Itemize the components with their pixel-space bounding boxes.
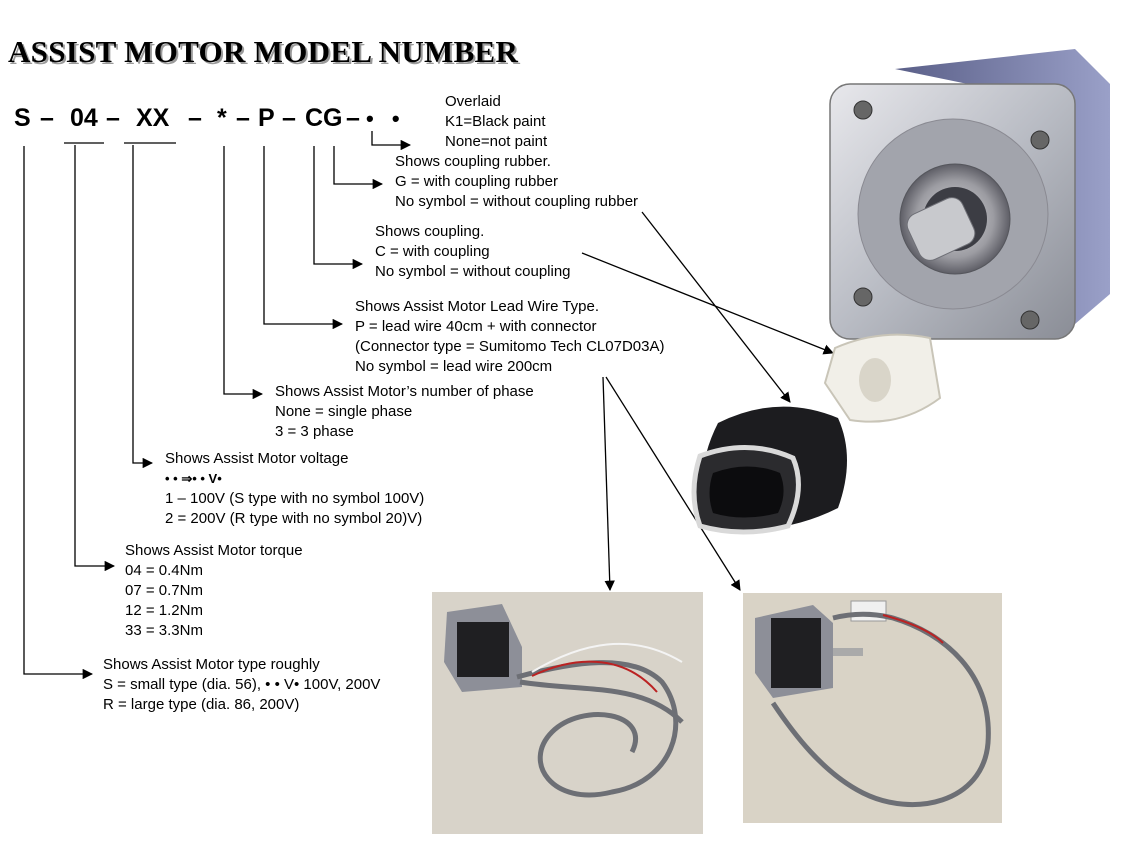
motor-shaft [833, 648, 863, 656]
torque-option-04: 04 = 0.4Nm [125, 562, 203, 579]
type-heading: Shows Assist Motor type roughly [103, 656, 320, 673]
motor-body [457, 622, 509, 677]
code-torque: 04 [70, 104, 98, 132]
torque-option-33: 33 = 3.3Nm [125, 622, 203, 639]
arrow-type [23, 146, 94, 680]
code-type-letter: S [14, 104, 31, 132]
arrow-rubber [333, 146, 384, 190]
arrow-to-rubber-part [641, 211, 791, 403]
leadwire-connector-type: (Connector type = Sumitomo Tech CL07D03A… [355, 338, 665, 355]
paint-description: Overlaid K1=Black paint None=not paint [445, 92, 547, 152]
arrow-coupling [313, 146, 364, 270]
code-paint: • • [366, 106, 406, 131]
screw-icon [853, 287, 873, 307]
leadwire-heading: Shows Assist Motor Lead Wire Type. [355, 298, 599, 315]
phase-description: Shows Assist Motor’s number of phase Non… [275, 382, 534, 442]
arrow-paint [371, 131, 412, 151]
code-voltage: XX [136, 104, 170, 132]
code-lead: P [258, 104, 275, 132]
code-dash: – [282, 104, 296, 132]
type-description: Shows Assist Motor type roughly S = smal… [103, 655, 380, 715]
phase-heading: Shows Assist Motor’s number of phase [275, 383, 534, 400]
arrow-phase [223, 146, 264, 400]
paint-option-none: None=not paint [445, 133, 548, 150]
arrow-lead [263, 146, 344, 330]
leadwire-option-p: P = lead wire 40cm + with connector [355, 318, 597, 335]
lead-wire-40cm-photo [743, 593, 1002, 823]
motor-body [771, 618, 821, 688]
voltage-option-2: 2 = 200V (R type with no symbol 20)V) [165, 510, 423, 527]
torque-option-07: 07 = 0.7Nm [125, 582, 203, 599]
page-title: ASSIST MOTOR MODEL NUMBER [8, 34, 519, 69]
arrow-voltage [132, 145, 154, 469]
code-coupling: CG [305, 104, 343, 132]
code-dash: – [346, 104, 360, 132]
lead-wire-200cm-photo [432, 592, 703, 834]
phase-option-3: 3 = 3 phase [275, 423, 354, 440]
coupling-option-c: C = with coupling [375, 243, 490, 260]
torque-heading: Shows Assist Motor torque [125, 542, 303, 559]
coupling-heading: Shows coupling. [375, 223, 485, 240]
rubber-option-g: G = with coupling rubber [395, 173, 559, 190]
motor-photo [829, 49, 1110, 340]
rubber-description: Shows coupling rubber. G = with coupling… [395, 152, 638, 212]
code-dash: – [40, 104, 54, 132]
code-dash: – [236, 104, 250, 132]
screw-icon [1030, 130, 1050, 150]
code-dash: – [106, 104, 120, 132]
voltage-heading: Shows Assist Motor voltage [165, 450, 349, 467]
motor-shaft [906, 197, 976, 261]
rubber-hole [709, 466, 784, 518]
torque-option-12: 12 = 1.2Nm [125, 602, 203, 619]
type-option-r: R = large type (dia. 86, 200V) [103, 696, 300, 713]
motor-body-side [895, 49, 1110, 324]
code-dash: – [188, 104, 202, 132]
paint-heading: Overlaid [445, 93, 501, 110]
arrow-to-coupling-part [581, 252, 834, 355]
voltage-garbled-line: • • ⇒• • V• [165, 471, 222, 486]
rubber-option-none: No symbol = without coupling rubber [395, 193, 639, 210]
voltage-description: Shows Assist Motor voltage • • ⇒• • V• 1… [165, 449, 424, 529]
voltage-option-1: 1 – 100V (S type with no symbol 100V) [165, 490, 425, 507]
rubber-part-photo [691, 406, 847, 535]
code-phase: * [217, 104, 227, 132]
phase-option-none: None = single phase [275, 403, 413, 420]
coupling-part-photo [823, 333, 942, 423]
coupling-option-none: No symbol = without coupling [375, 263, 571, 280]
arrow-to-photo-200cm [602, 376, 615, 592]
rubber-heading: Shows coupling rubber. [395, 153, 551, 170]
torque-description: Shows Assist Motor torque 04 = 0.4Nm 07 … [125, 541, 303, 641]
leadwire-description: Shows Assist Motor Lead Wire Type. P = l… [355, 297, 664, 377]
screw-icon [853, 100, 873, 120]
arrow-torque [74, 145, 116, 572]
arrow-to-photo-40cm [605, 376, 741, 591]
paint-option-k1: K1=Black paint [445, 113, 546, 130]
leadwire-option-none: No symbol = lead wire 200cm [355, 358, 553, 375]
type-option-s: S = small type (dia. 56), • • V• 100V, 2… [103, 676, 381, 693]
screw-icon [1020, 310, 1040, 330]
coupling-bore [859, 358, 891, 402]
coupling-description: Shows coupling. C = with coupling No sym… [375, 222, 571, 282]
